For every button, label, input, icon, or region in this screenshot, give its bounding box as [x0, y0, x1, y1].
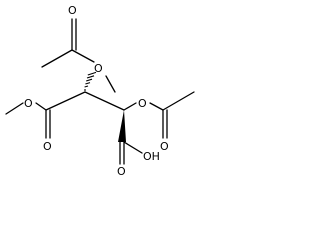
bond-o-to-ester-c	[35, 102, 47, 111]
bond-c-methyl-top-acetyl	[41, 49, 73, 68]
bond-o-ester-to-c2	[105, 75, 116, 93]
atom-label-layer: O O O O O O O OH	[24, 4, 169, 178]
bond-ester-c-to-c2	[45, 91, 86, 111]
bond-o-ester-right-to-c	[149, 102, 164, 111]
atom-o-top-carbonyl: O	[68, 4, 77, 17]
atom-oh-acid: OH	[143, 150, 160, 163]
atom-o-ester-carbonyl: O	[43, 140, 52, 153]
bond-right-acetyl-c-to-methyl	[162, 91, 195, 111]
bond-acid-c-to-oh	[123, 141, 143, 154]
molecule-drawing: O O O O O O O OH	[5, 4, 195, 178]
hashed-wedge-c2	[84, 71, 97, 91]
solid-wedge-c3	[118, 110, 126, 142]
structure-canvas: O O O O O O O OH	[5, 4, 195, 178]
bond-layer	[5, 18, 195, 165]
atom-o-right-carbonyl: O	[160, 140, 169, 153]
atom-o-acid-carbonyl: O	[117, 165, 126, 178]
atom-o-top-ester: O	[94, 62, 103, 75]
bond-c3-to-o-ester-right	[123, 102, 137, 111]
bond-c2-to-c3	[84, 91, 125, 111]
atom-o-right-ester: O	[138, 97, 147, 110]
bond-top-acetyl-c-to-o-ester	[71, 49, 95, 63]
atom-o-methyl-ester: O	[24, 97, 33, 110]
bond-methyl-to-o	[5, 102, 24, 115]
